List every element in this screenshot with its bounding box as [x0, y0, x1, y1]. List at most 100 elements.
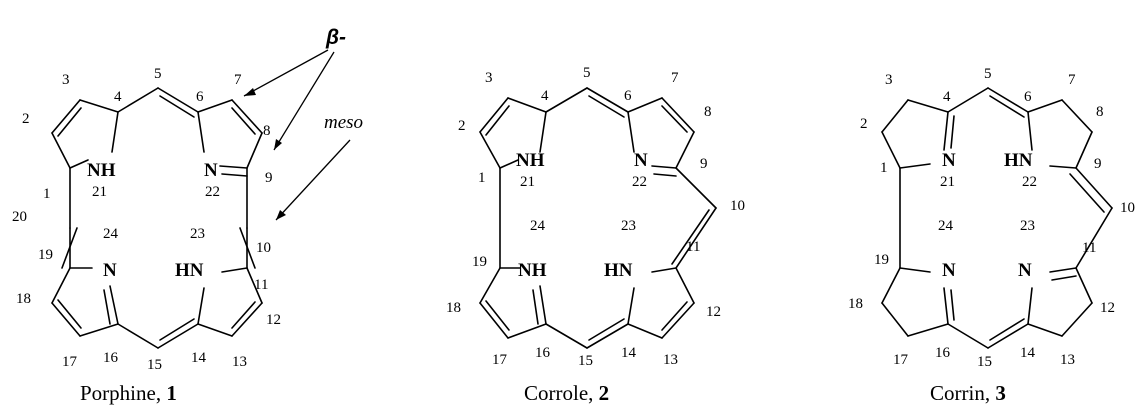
porphine-structure: 1 2 3 4 5 6 7 8 9 10 11 12 13 14 15 16 1… — [12, 66, 281, 405]
locant-8: 8 — [263, 123, 271, 139]
locant-22: 22 — [632, 174, 647, 190]
locant-15: 15 — [977, 354, 992, 370]
locant-11: 11 — [254, 277, 268, 293]
locant-6: 6 — [624, 88, 632, 104]
locant-14: 14 — [1020, 345, 1036, 361]
locant-22: 22 — [205, 184, 220, 200]
heteroatom-n-24: N — [103, 260, 117, 281]
locant-16: 16 — [935, 345, 951, 361]
locant-9: 9 — [700, 156, 708, 172]
locant-17: 17 — [62, 354, 78, 370]
heteroatom-nh-21: NH — [87, 160, 116, 181]
locant-5: 5 — [984, 66, 992, 82]
heteroatom-nh-21: NH — [516, 150, 545, 171]
locant-19: 19 — [38, 247, 53, 263]
locant-18: 18 — [16, 291, 31, 307]
locant-3: 3 — [885, 72, 893, 88]
locant-17: 17 — [893, 352, 909, 368]
locant-4: 4 — [114, 89, 122, 105]
meso-label: meso — [324, 112, 363, 133]
locant-18: 18 — [848, 296, 863, 312]
porphine-caption: Porphine, 1 — [80, 381, 177, 405]
locant-18: 18 — [446, 300, 461, 316]
locant-14: 14 — [191, 350, 207, 366]
corrin-bonds — [881, 87, 1113, 349]
heteroatom-n-22: N — [634, 150, 648, 171]
heteroatom-hn-23: HN — [175, 260, 204, 281]
position-annotations: β- meso — [243, 26, 363, 221]
locant-13: 13 — [663, 352, 678, 368]
corrole-locants: 1 2 3 4 5 6 7 8 9 10 11 12 13 14 15 16 1… — [446, 65, 745, 369]
corrole-structure: 1 2 3 4 5 6 7 8 9 10 11 12 13 14 15 16 1… — [446, 65, 745, 405]
porphine-heteroatoms: NH 21 N 22 HN 23 N 24 — [87, 160, 220, 281]
locant-21: 21 — [520, 174, 535, 190]
locant-1: 1 — [478, 170, 486, 186]
locant-1: 1 — [880, 160, 888, 176]
locant-24: 24 — [938, 218, 954, 234]
locant-19: 19 — [874, 252, 889, 268]
locant-16: 16 — [535, 345, 551, 361]
locant-5: 5 — [583, 65, 591, 81]
porphine-locants: 1 2 3 4 5 6 7 8 9 10 11 12 13 14 15 16 1… — [12, 66, 281, 373]
corrin-caption: Corrin, 3 — [930, 381, 1006, 405]
locant-8: 8 — [704, 104, 712, 120]
locant-6: 6 — [196, 89, 204, 105]
locant-17: 17 — [492, 352, 508, 368]
locant-1: 1 — [43, 186, 51, 202]
locant-13: 13 — [232, 354, 247, 370]
heteroatom-hn-23: HN — [604, 260, 633, 281]
locant-15: 15 — [578, 353, 593, 369]
locant-23: 23 — [1020, 218, 1035, 234]
locant-11: 11 — [686, 239, 700, 255]
porphine-bonds — [51, 87, 263, 349]
locant-20: 20 — [12, 209, 27, 225]
locant-10: 10 — [256, 240, 271, 256]
locant-10: 10 — [1120, 200, 1135, 216]
corrole-bonds — [479, 87, 717, 349]
locant-12: 12 — [706, 304, 721, 320]
locant-16: 16 — [103, 350, 119, 366]
locant-21: 21 — [940, 174, 955, 190]
beta-label: β- — [325, 26, 346, 49]
locant-22: 22 — [1022, 174, 1037, 190]
heteroatom-n-24: N — [942, 260, 956, 281]
heteroatom-n-21: N — [942, 150, 956, 171]
locant-7: 7 — [234, 72, 242, 88]
locant-2: 2 — [458, 118, 466, 134]
locant-9: 9 — [1094, 156, 1102, 172]
beta-arrows — [243, 49, 335, 151]
heteroatom-n-23: N — [1018, 260, 1032, 281]
corrole-caption: Corrole, 2 — [524, 381, 609, 405]
locant-9: 9 — [265, 170, 273, 186]
locant-21: 21 — [92, 184, 107, 200]
locant-2: 2 — [22, 111, 30, 127]
locant-23: 23 — [621, 218, 636, 234]
locant-2: 2 — [860, 116, 868, 132]
heteroatom-nh-24: NH — [518, 260, 547, 281]
locant-23: 23 — [190, 226, 205, 242]
locant-8: 8 — [1096, 104, 1104, 120]
corrin-locants: 1 2 3 4 5 6 7 8 9 10 11 12 13 14 15 16 1… — [848, 66, 1135, 370]
locant-7: 7 — [671, 70, 679, 86]
locant-14: 14 — [621, 345, 637, 361]
locant-24: 24 — [530, 218, 546, 234]
locant-11: 11 — [1082, 240, 1096, 256]
heteroatom-hn-22: HN — [1004, 150, 1033, 171]
heteroatom-n-22: N — [204, 160, 218, 181]
locant-19: 19 — [472, 254, 487, 270]
locant-15: 15 — [147, 357, 162, 373]
locant-4: 4 — [943, 89, 951, 105]
locant-10: 10 — [730, 198, 745, 214]
locant-3: 3 — [62, 72, 70, 88]
locant-6: 6 — [1024, 89, 1032, 105]
locant-12: 12 — [1100, 300, 1115, 316]
locant-12: 12 — [266, 312, 281, 328]
corrin-heteroatoms: N 21 HN 22 N 23 N 24 — [938, 150, 1037, 281]
meso-arrow — [275, 139, 351, 221]
locant-24: 24 — [103, 226, 119, 242]
corrole-heteroatoms: NH 21 N 22 HN 23 NH 24 — [516, 150, 648, 281]
locant-13: 13 — [1060, 352, 1075, 368]
locant-5: 5 — [154, 66, 162, 82]
corrin-structure: 1 2 3 4 5 6 7 8 9 10 11 12 13 14 15 16 1… — [848, 66, 1135, 405]
locant-3: 3 — [485, 70, 493, 86]
